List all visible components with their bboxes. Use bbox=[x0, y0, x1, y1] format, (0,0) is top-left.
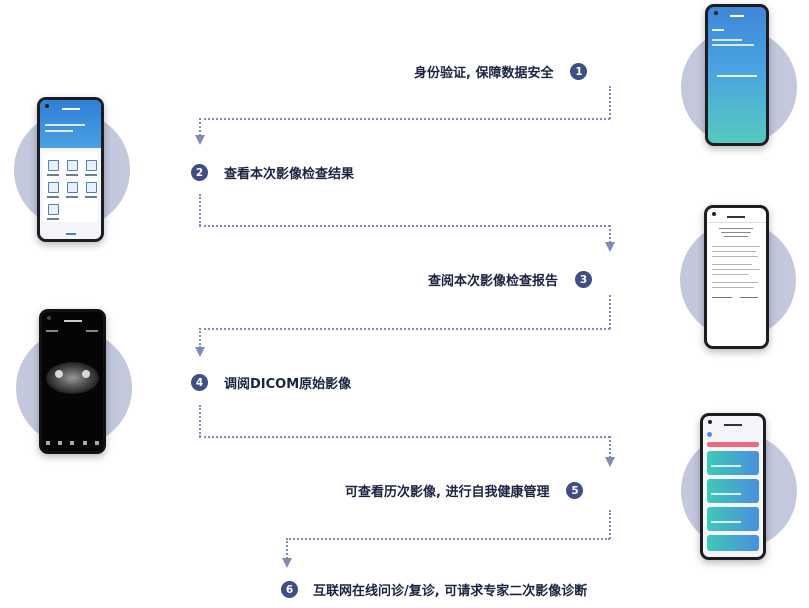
ct-scan-image bbox=[46, 362, 99, 394]
arrow-down-icon bbox=[604, 242, 615, 252]
menu-icon bbox=[46, 182, 60, 200]
connector bbox=[286, 538, 610, 540]
menu-icon bbox=[84, 160, 98, 178]
menu-icon bbox=[46, 204, 60, 222]
connector bbox=[199, 194, 201, 226]
phone-dicom-screen bbox=[39, 309, 106, 454]
connector bbox=[199, 328, 610, 330]
menu-icon bbox=[84, 182, 98, 200]
history-card bbox=[707, 479, 759, 503]
connector bbox=[609, 510, 611, 539]
connector bbox=[609, 295, 611, 329]
step-2: 2 查看本次影像检查结果 bbox=[191, 163, 354, 182]
step-4: 4 调阅DICOM原始影像 bbox=[191, 373, 351, 392]
step-number-badge: 2 bbox=[191, 164, 208, 181]
step-label: 可查看历次影像, 进行自我健康管理 bbox=[345, 485, 550, 500]
step-label: 查看本次影像检查结果 bbox=[224, 167, 355, 182]
connector bbox=[609, 436, 611, 458]
phone-history-screen bbox=[700, 413, 766, 560]
step-label: 互联网在线问诊/复诊, 可请求专家二次影像诊断 bbox=[313, 584, 588, 599]
step-number-badge: 3 bbox=[575, 271, 593, 288]
connector bbox=[199, 225, 610, 227]
history-card bbox=[707, 535, 759, 551]
step-6: 6 互联网在线问诊/复诊, 可请求专家二次影像诊断 bbox=[281, 580, 587, 599]
menu-icon bbox=[46, 160, 60, 178]
step-number-badge: 4 bbox=[191, 374, 208, 391]
step-3: 查阅本次影像检查报告 3 bbox=[428, 270, 593, 289]
step-5: 可查看历次影像, 进行自我健康管理 5 bbox=[345, 481, 584, 500]
connector bbox=[199, 118, 610, 120]
history-banner bbox=[707, 442, 759, 447]
step-number-badge: 5 bbox=[566, 482, 584, 499]
arrow-down-icon bbox=[604, 457, 615, 467]
phone-report-screen bbox=[704, 205, 769, 349]
arrow-down-icon bbox=[194, 347, 205, 357]
arrow-down-icon bbox=[281, 558, 292, 568]
step-number-badge: 6 bbox=[281, 581, 298, 598]
step-label: 调阅DICOM原始影像 bbox=[224, 377, 352, 392]
menu-icon bbox=[65, 160, 79, 178]
connector bbox=[286, 538, 288, 559]
history-card bbox=[707, 507, 759, 531]
menu-icon bbox=[65, 182, 79, 200]
connector bbox=[199, 436, 610, 438]
step-label: 身份验证, 保障数据安全 bbox=[414, 66, 554, 81]
connector bbox=[199, 118, 201, 136]
arrow-down-icon bbox=[194, 135, 205, 145]
connector bbox=[609, 86, 611, 119]
connector bbox=[199, 405, 201, 437]
step-1: 身份验证, 保障数据安全 1 bbox=[414, 62, 588, 81]
phone-results-screen bbox=[37, 97, 104, 242]
connector bbox=[199, 328, 201, 348]
connector bbox=[609, 225, 611, 243]
step-number-badge: 1 bbox=[570, 63, 588, 80]
phone-login-screen bbox=[705, 4, 769, 146]
step-label: 查阅本次影像检查报告 bbox=[428, 274, 559, 289]
history-card bbox=[707, 451, 759, 475]
